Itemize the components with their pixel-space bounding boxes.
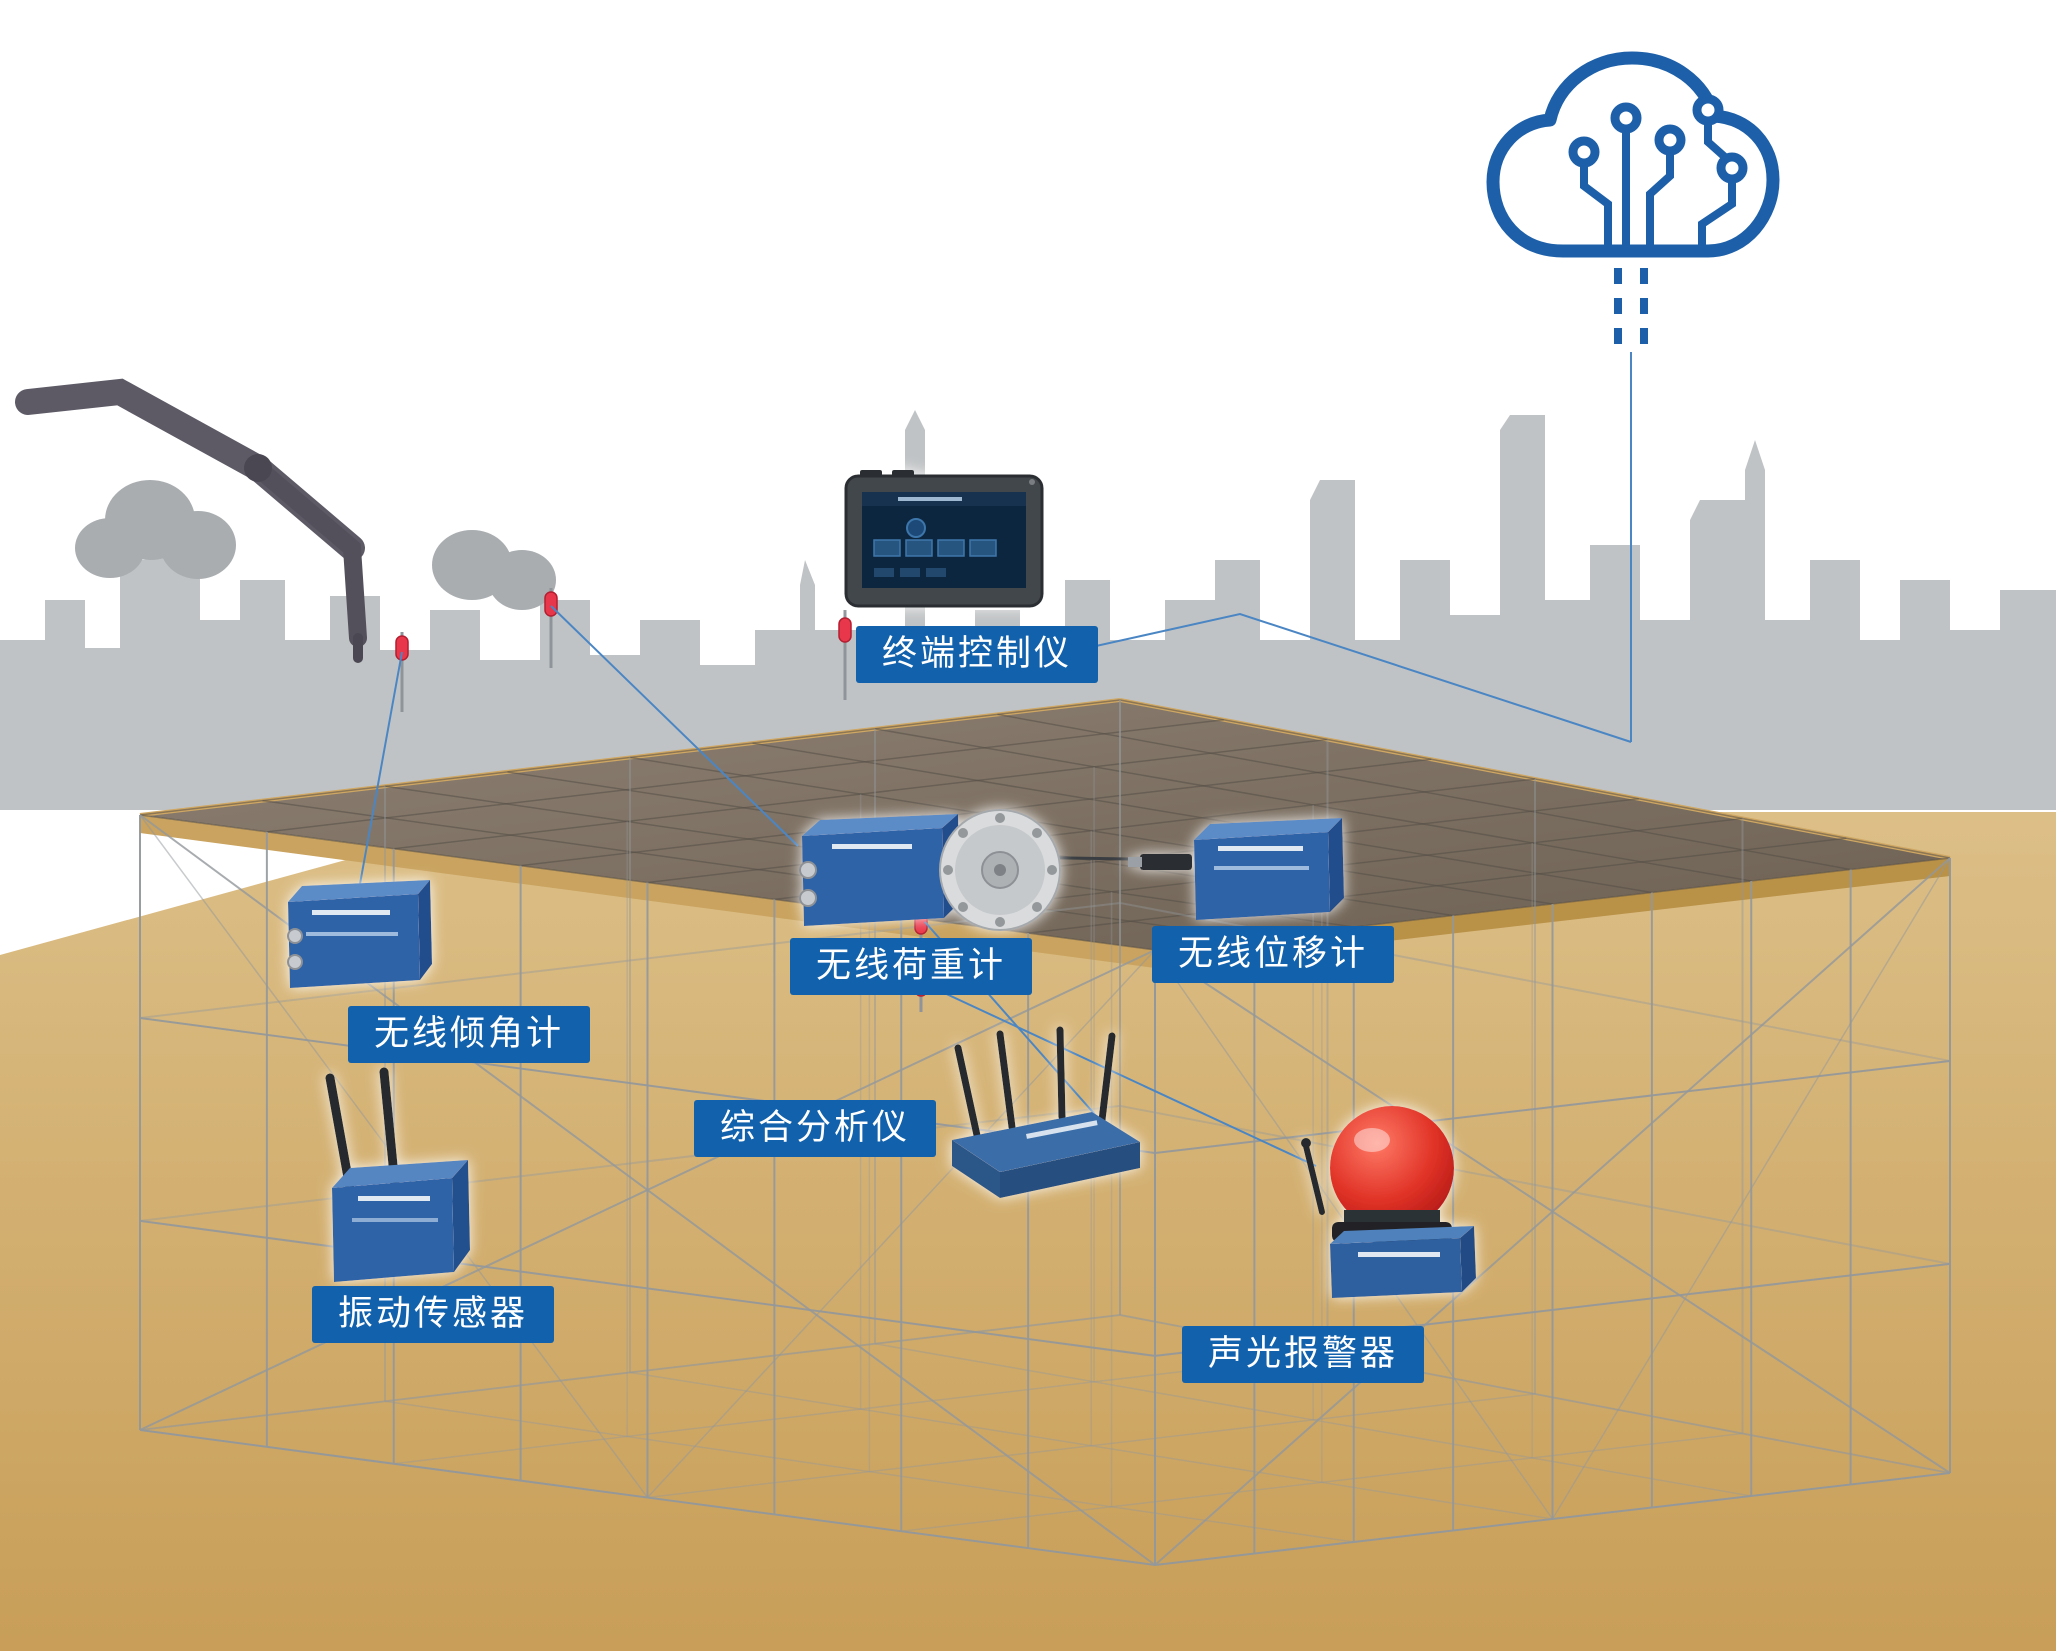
label-load-cell: 无线荷重计 [790,938,1033,995]
label-terminal-controller: 终端控制仪 [856,626,1099,683]
vibration-sensor-device [325,1067,470,1282]
label-tilt-meter: 无线倾角计 [348,1006,591,1063]
label-alarm: 声光报警器 [1182,1326,1425,1383]
tree-silhouettes [75,480,556,610]
tilt-meter-device [287,880,432,988]
city-skyline [0,410,2056,810]
analyzer-device [952,1026,1140,1198]
alarm-device [1301,1106,1476,1298]
tablet-screen-buttons [873,539,997,557]
label-analyzer: 综合分析仪 [694,1100,937,1157]
pump-boom [15,378,367,663]
cloud-circuit-icon [1486,51,1780,348]
displacement-meter-device [1128,818,1344,920]
load-cell-flange [939,809,1061,931]
label-displacement-meter: 无线位移计 [1152,926,1395,983]
load-cell-device [799,809,1061,931]
label-vibration-sensor: 振动传感器 [312,1286,555,1343]
tablet-bottom-buttons [874,568,946,577]
scaffolding-cage [139,700,1951,1566]
terminal-tablet [844,470,1044,608]
